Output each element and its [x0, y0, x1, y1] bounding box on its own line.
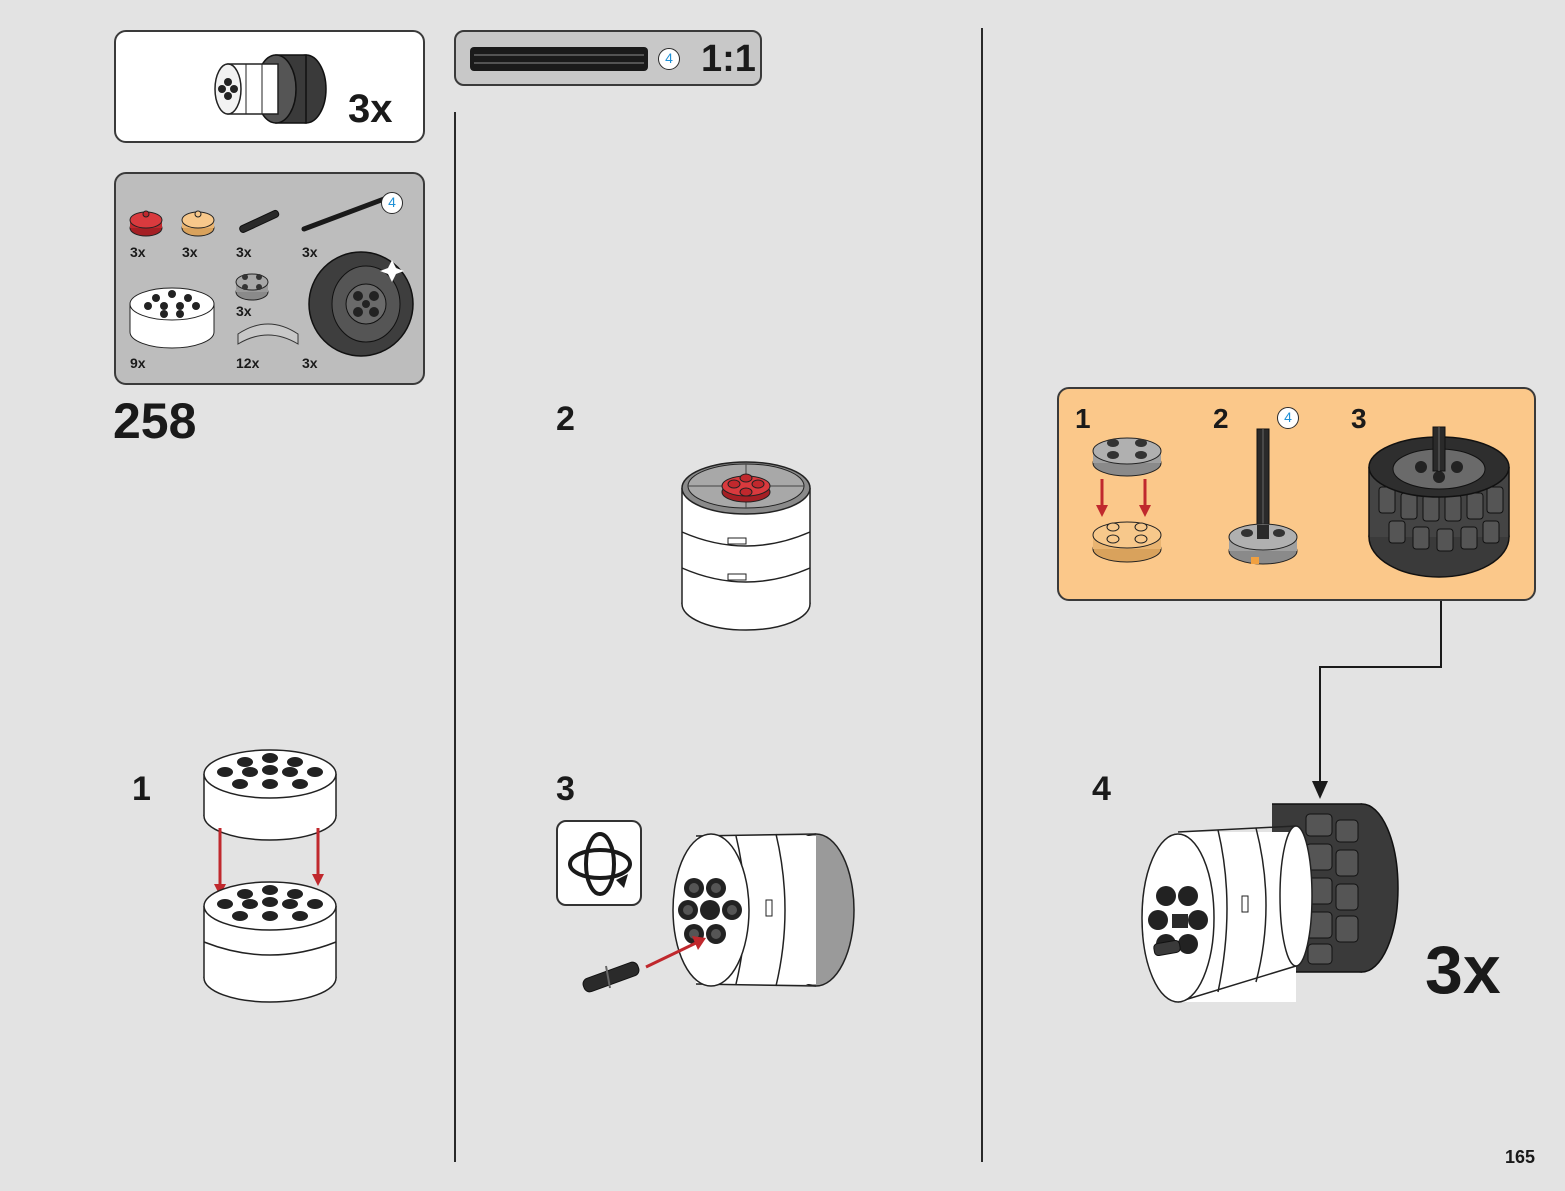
part-qty-tire: 3x [302, 356, 318, 370]
red-plate-part [130, 211, 162, 236]
part-qty-tan-plate: 3x [182, 245, 198, 259]
part-qty-white-brick: 9x [130, 356, 146, 370]
parts-illustrations [116, 174, 427, 387]
callout-step-3-illustration [1363, 427, 1523, 587]
part-qty-axle: 3x [302, 245, 318, 259]
axle-gauge-box: 4 1:1 [454, 30, 762, 86]
white-round-brick-part [130, 288, 214, 348]
gauge-scale-label: 1:1 [701, 40, 756, 78]
column-divider-2 [981, 28, 983, 1162]
part-qty-curved-tile: 12x [236, 356, 259, 370]
step-2-illustration [674, 452, 824, 642]
sub-assembly-callout: 1 2 4 3 [1057, 387, 1536, 601]
callout-step-1-illustration [1085, 429, 1175, 569]
part-length-badge: 4 [381, 192, 403, 214]
sub-step-2-label: 2 [556, 402, 575, 436]
part-qty-pin: 3x [236, 245, 252, 259]
column-divider-1 [454, 112, 456, 1162]
grey-plate-part [236, 274, 268, 300]
callout-step-2-illustration [1223, 425, 1313, 565]
submodel-box: 3x [114, 30, 425, 143]
step-3-illustration [576, 830, 866, 1010]
curved-tile-part [238, 324, 298, 344]
gauge-length-badge: 4 [658, 48, 680, 70]
part-qty-red-plate: 3x [130, 245, 146, 259]
tire-part [309, 252, 413, 356]
page-number: 165 [1505, 1148, 1535, 1166]
main-step-number: 258 [113, 396, 196, 446]
tan-plate-part [182, 211, 214, 236]
step-4-multiplier: 3x [1425, 936, 1501, 1004]
step-4-illustration [1136, 796, 1406, 1011]
step-1-illustration [195, 728, 355, 1008]
part-qty-grey-plate: 3x [236, 304, 252, 318]
submodel-multiplier: 3x [348, 87, 393, 132]
axle-part [304, 199, 384, 229]
sub-step-4-label: 4 [1092, 772, 1111, 806]
parts-list-box: 4 3x 3x 3x 3x 3x 9x 12x 3x [114, 172, 425, 385]
connector-pin-part [239, 209, 280, 233]
callout-connector-arrow [1310, 601, 1450, 801]
sub-step-3-label: 3 [556, 772, 575, 806]
sub-step-1-label: 1 [132, 772, 151, 806]
axle-gauge-illustration [470, 45, 670, 75]
